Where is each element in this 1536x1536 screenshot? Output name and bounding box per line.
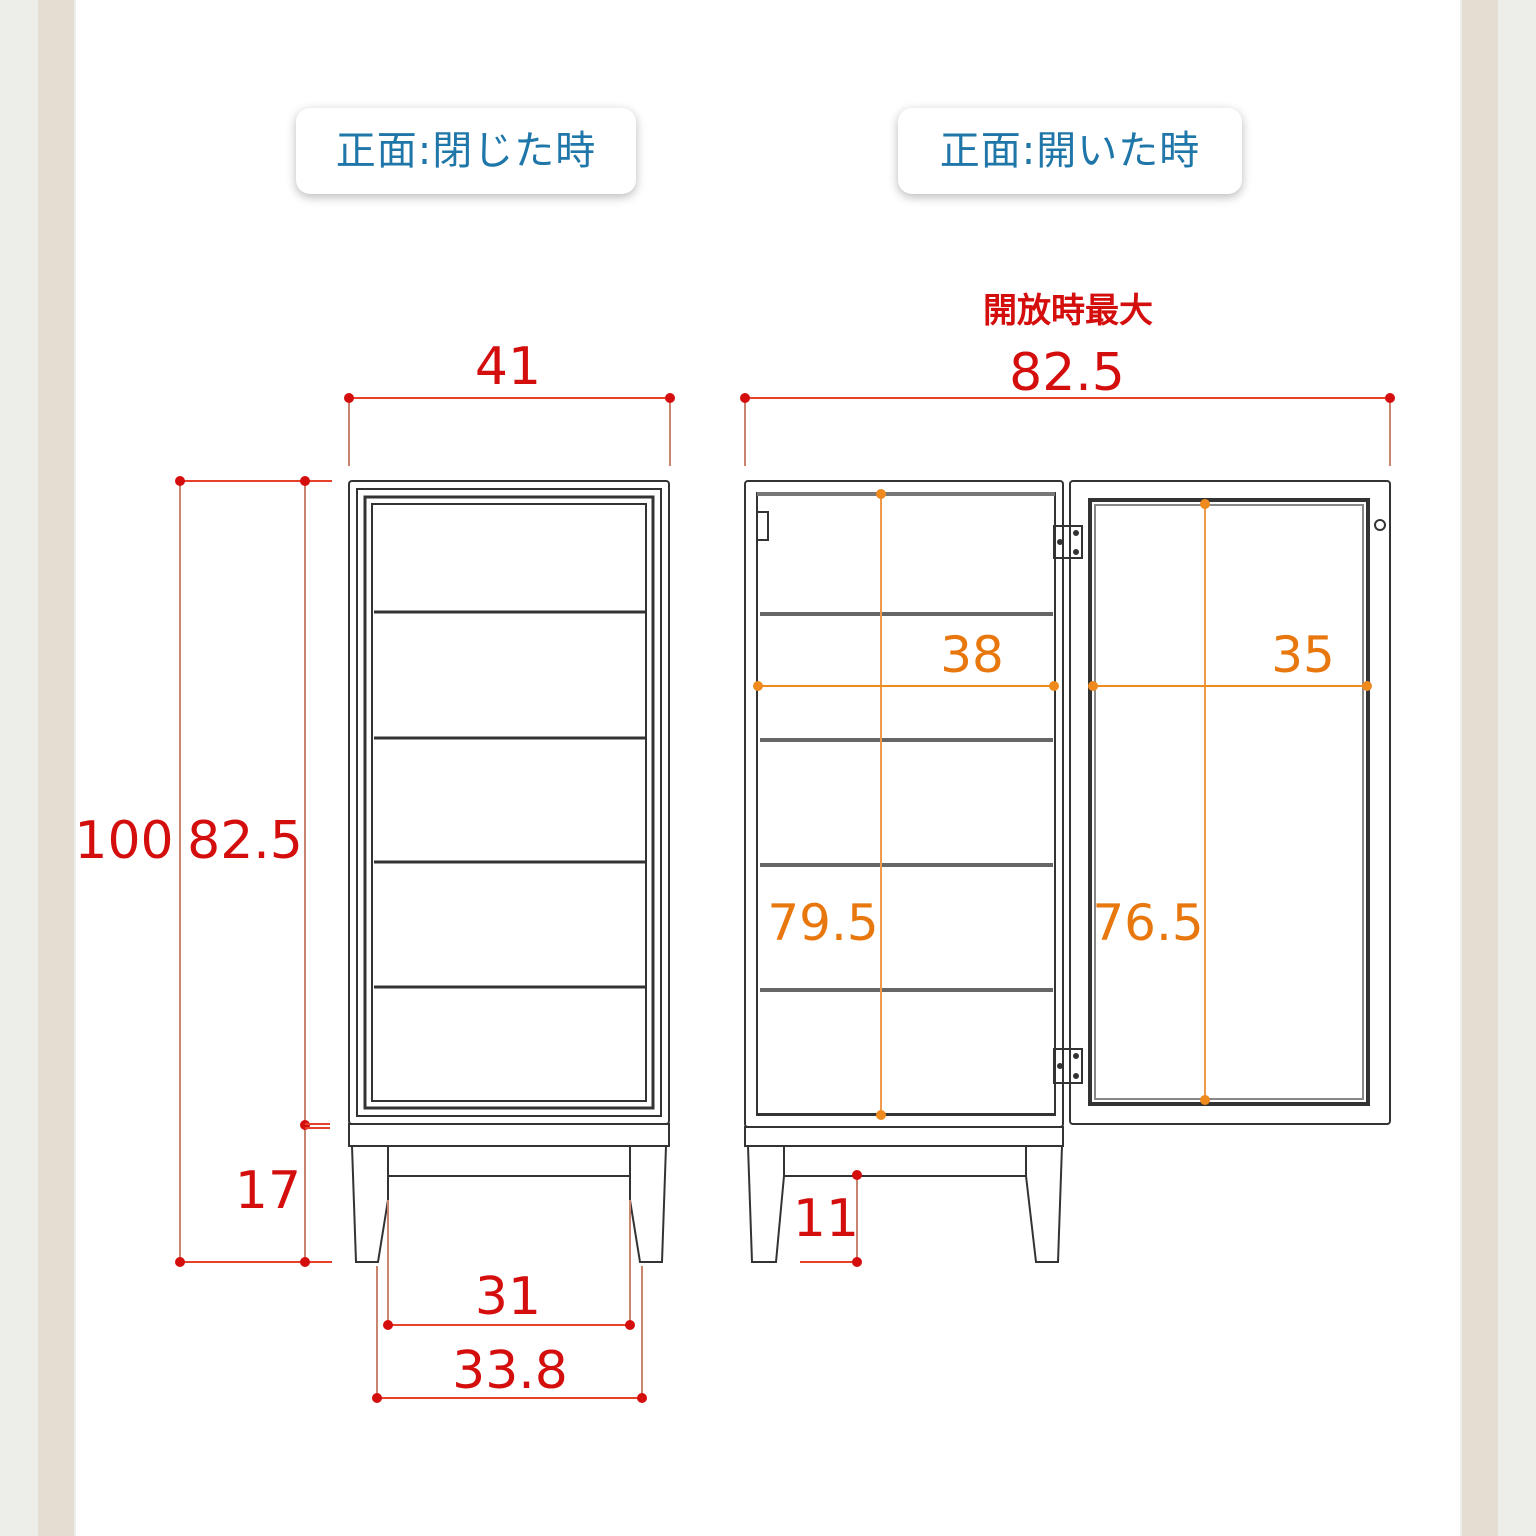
hinge-top-icon: [1053, 525, 1083, 559]
dim-max-open-width: 82.5: [1009, 343, 1125, 403]
dim-interior-height: 79.5: [767, 894, 878, 952]
dim-door-inner-width: 35: [1271, 626, 1335, 684]
right-frame-border: [1462, 0, 1498, 1536]
dim-total-height: 100: [74, 811, 173, 871]
dim-floor-clearance: 11: [793, 1189, 859, 1249]
dim-leg-inner-span: 31: [475, 1267, 541, 1327]
title-badge-closed: 正面:閉じた時: [296, 108, 636, 194]
label-max-open: 開放時最大: [983, 291, 1153, 331]
title-badge-open: 正面:開いた時: [898, 108, 1242, 194]
open-door: [1069, 480, 1391, 1125]
dim-door-inner-height: 76.5: [1092, 894, 1203, 952]
open-dimension-lines-orange: [753, 489, 1372, 1120]
diagram-panel: [76, 0, 1460, 1536]
dim-leg-outer-span: 33.8: [452, 1341, 568, 1401]
open-dimension-lines-red: [740, 393, 1395, 1267]
hinge-bottom-icon: [1053, 1048, 1083, 1084]
dim-body-height: 82.5: [187, 811, 303, 871]
closed-dimension-lines: [175, 393, 675, 1403]
open-cabinet-body: [744, 480, 1064, 1263]
dim-leg-height: 17: [235, 1161, 301, 1221]
dim-width-closed: 41: [475, 337, 541, 397]
left-frame-border: [38, 0, 74, 1536]
dim-interior-width: 38: [940, 626, 1004, 684]
closed-cabinet: [348, 480, 670, 1263]
